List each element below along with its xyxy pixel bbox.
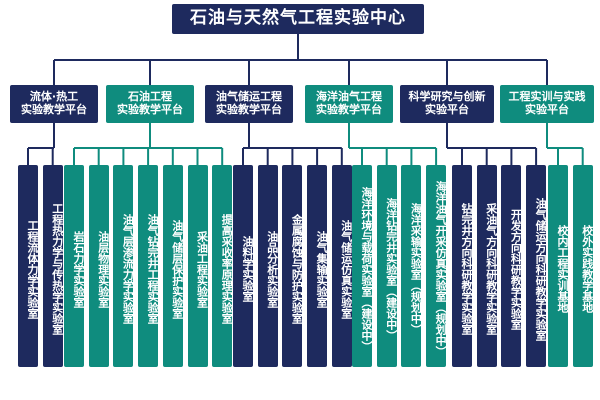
lab-1-1: 油层物理实验室 [88, 165, 110, 367]
lab-5-0: 校内工程实训基地 [548, 165, 569, 367]
lab-1-5: 采油工程实验室 [187, 165, 209, 367]
lab-3-1: 海洋钻完井实验室（建设中） [376, 165, 398, 367]
platform-0: 流体·热工 实验教学平台 [10, 85, 98, 123]
platform-5: 工程实训与实践 实验平台 [500, 85, 594, 123]
lab-1-6: 提高采收率原理实验室 [212, 165, 233, 367]
root-title: 石油与天然气工程实验中心 [172, 4, 424, 34]
platform-3: 海洋油气工程 实验教学平台 [305, 85, 393, 123]
lab-2-2: 金属腐蚀与防护实验室 [282, 165, 303, 367]
platform-1: 石油工程 实验教学平台 [106, 85, 194, 123]
lab-5-1: 校外实践教学基地 [572, 165, 594, 367]
lab-4-3: 油气储运方向科研教学实验室 [526, 165, 547, 367]
platform-4: 科学研究与创新 实验平台 [400, 85, 494, 123]
lab-1-0: 岩石力学实验室 [64, 165, 85, 367]
platform-2: 油气储运工程 实验教学平台 [205, 85, 293, 123]
lab-4-1: 采油气方向科研教学实验室 [476, 165, 498, 367]
lab-4-2: 开发方向科研教学实验室 [501, 165, 522, 367]
lab-3-2: 海洋采输实验室（规划中） [401, 165, 422, 367]
lab-0-0: 工程流体力学实验室 [18, 165, 39, 367]
lab-0-1: 工程热力学与传热学实验室 [42, 165, 64, 367]
lab-1-3: 油气钻完井工程实验室 [138, 165, 159, 367]
lab-2-4: 油气储运仿真实验室 [331, 165, 353, 367]
lab-2-3: 油气集输实验室 [307, 165, 328, 367]
lab-4-0: 钻完井方向科研教学实验室 [452, 165, 473, 367]
lab-1-4: 油气储层保护实验室 [162, 165, 184, 367]
lab-2-0: 油料学实验室 [233, 165, 254, 367]
lab-2-1: 油品分析实验室 [257, 165, 279, 367]
lab-1-2: 油气层渗流力学实验室 [113, 165, 134, 367]
lab-3-3: 海洋油气开采仿真实验室（规划中） [426, 165, 447, 367]
lab-3-0: 海洋环境与载荷实验室（建设中） [352, 165, 373, 367]
